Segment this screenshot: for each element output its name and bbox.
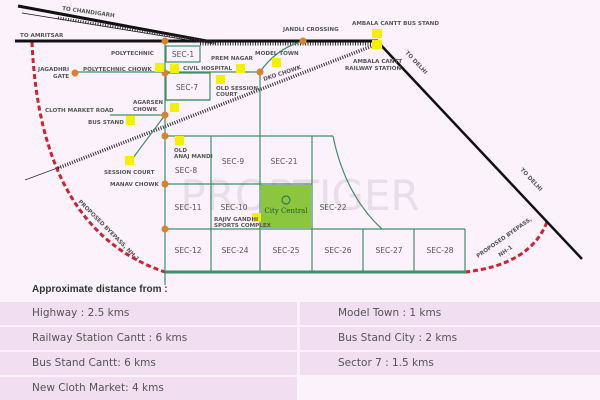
label-agarsen-chowk-2: CHOWK xyxy=(133,107,158,113)
label-bus-stand: BUS STAND xyxy=(88,120,124,126)
road-thin xyxy=(21,12,201,43)
label-jagadhri-gate-2: GATE xyxy=(53,74,69,80)
junctions xyxy=(71,37,307,233)
sector-11[interactable]: SEC-11 xyxy=(175,203,202,212)
leaf-icon xyxy=(281,195,291,205)
sector-27[interactable]: SEC-27 xyxy=(376,246,403,255)
distance-model-town: Model Town : 1 kms xyxy=(300,302,600,325)
sector-7[interactable]: SEC-7 xyxy=(176,83,198,92)
sector-10[interactable]: SEC-10 xyxy=(221,203,248,212)
label-ambala-railway-2: RAILWAY STATION xyxy=(345,66,402,72)
sector-24[interactable]: SEC-24 xyxy=(222,246,249,255)
sector-21[interactable]: SEC-21 xyxy=(271,157,298,166)
label-to-chandigarh: TO CHANDIGARH xyxy=(62,6,116,19)
label-old-anaj-mandi-1: OLD xyxy=(174,148,187,154)
label-model-town: MODEL TOWN xyxy=(255,51,299,57)
distance-cloth-market: New Cloth Market: 4 kms xyxy=(0,377,297,400)
railway-end xyxy=(24,166,61,181)
sector-1[interactable]: SEC-1 xyxy=(172,50,194,59)
distance-bus-stand-city: Bus Stand City : 2 kms xyxy=(300,327,600,350)
label-bypass-left: PROPOSED BYEPASS, NH-1 xyxy=(77,199,140,262)
label-ambala-bus-stand: AMBALA CANTT BUS STAND xyxy=(352,21,439,27)
road-to-delhi xyxy=(376,40,583,260)
label-old-session-court-2: COURT xyxy=(216,92,237,98)
distance-sector-7: Sector 7 : 1.5 kms xyxy=(300,352,600,375)
sector-8[interactable]: SEC-8 xyxy=(175,166,197,175)
label-cloth-market-road: CLOTH MARKET ROAD xyxy=(45,108,114,114)
sector-25[interactable]: SEC-25 xyxy=(273,246,300,255)
label-rajiv-gandhi-1: RAJIV GANDHI xyxy=(214,217,258,223)
sector-28[interactable]: SEC-28 xyxy=(427,246,454,255)
label-to-delhi-2: TO DELHI xyxy=(519,167,543,193)
label-old-anaj-mandi-2: ANAJ MANDI xyxy=(174,154,213,160)
sector-26[interactable]: SEC-26 xyxy=(325,246,352,255)
label-prem-nagar: PREM NAGAR xyxy=(211,56,254,62)
label-polytechnic: POLYTECHNIC xyxy=(111,51,154,57)
label-dko-chowk: DKO CHOWK xyxy=(263,65,303,83)
distance-highway: Highway : 2.5 kms xyxy=(0,302,297,325)
location-map: PROPTIGER City Central xyxy=(15,4,583,285)
proposed-bypass-right xyxy=(464,221,549,274)
label-jandli-crossing: JANDLI CROSSING xyxy=(282,27,339,33)
label-civil-hospital: CIVIL HOSPITAL xyxy=(183,66,232,72)
label-manav-chowk: MANAV CHOWK xyxy=(110,182,160,188)
label-rajiv-gandhi-2: SPORTS COMPLEX xyxy=(214,223,272,229)
distance-bus-stand-cantt: Bus Stand Cantt: 6 kms xyxy=(0,352,297,375)
label-old-session-court-1: OLD SESSION xyxy=(216,86,258,92)
sector-22[interactable]: SEC-22 xyxy=(320,203,347,212)
label-polytechnic-chowk: POLYTECHNIC CHOWK xyxy=(83,67,153,73)
sector-grid xyxy=(75,41,466,285)
sector-labels: SEC-1 SEC-7 SEC-8 SEC-9 SEC-21 SEC-11 SE… xyxy=(172,50,454,255)
label-to-amritsar: TO AMRITSAR xyxy=(20,33,64,39)
city-central-logo: City Central xyxy=(264,207,308,215)
distance-railway-station: Railway Station Cantt : 6 kms xyxy=(0,327,297,350)
city-central-project[interactable] xyxy=(261,185,311,228)
label-session-court: SESSION COURT xyxy=(104,170,155,176)
label-ambala-railway-1: AMBALA CANTT xyxy=(353,59,402,65)
landmarks xyxy=(125,29,382,222)
label-agarsen-chowk-1: AGARSEN xyxy=(133,100,163,106)
distance-title: Approximate distance from : xyxy=(32,284,168,295)
label-bypass-right-2: NH-1 xyxy=(498,245,514,259)
sector-12[interactable]: SEC-12 xyxy=(175,246,202,255)
sector-9[interactable]: SEC-9 xyxy=(222,157,244,166)
railway-chandigarh xyxy=(57,16,216,45)
railway-diagonal xyxy=(57,44,373,170)
label-jagadhri-gate-1: JAGADHRI xyxy=(37,67,69,73)
proposed-bypass-left xyxy=(30,41,166,274)
